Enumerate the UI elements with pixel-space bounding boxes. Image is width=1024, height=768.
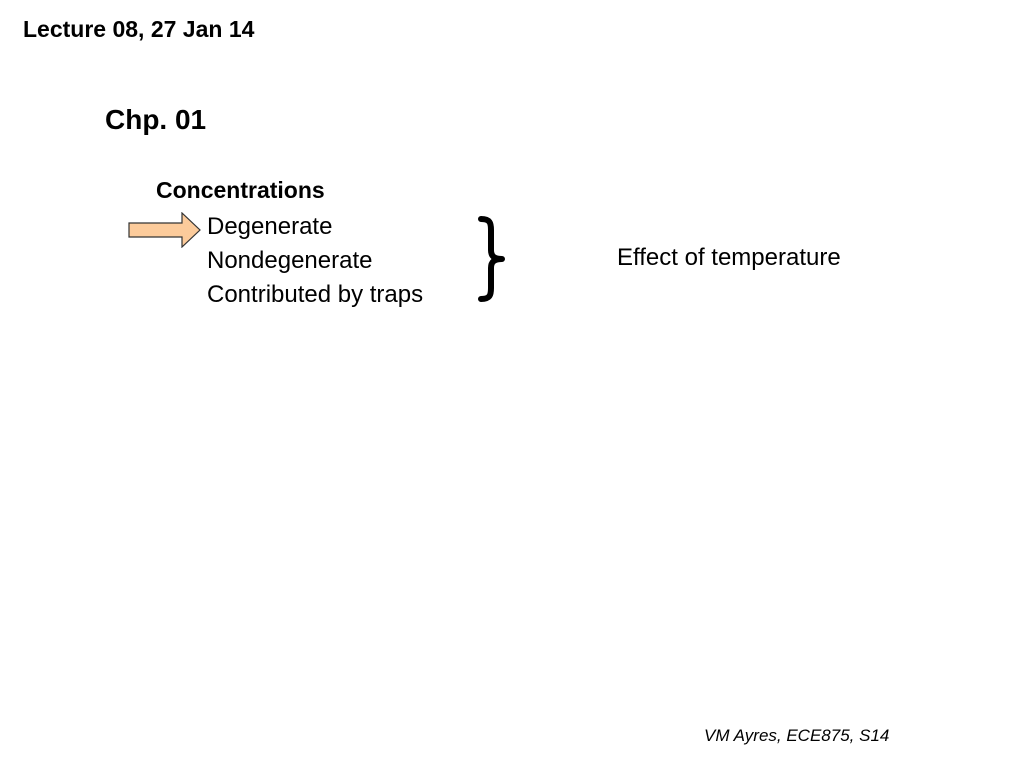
- section-title: Concentrations: [156, 177, 325, 203]
- footer-credit: VM Ayres, ECE875, S14: [704, 726, 890, 745]
- right-arrow-icon: [128, 212, 201, 248]
- curly-brace-icon: [478, 216, 505, 302]
- list-item-nondegenerate: Nondegenerate: [207, 247, 373, 274]
- chapter-title: Chp. 01: [105, 104, 207, 135]
- concentration-list: Degenerate Nondegenerate Contributed by …: [207, 210, 423, 312]
- effect-label: Effect of temperature: [617, 244, 841, 271]
- lecture-header: Lecture 08, 27 Jan 14: [23, 16, 255, 42]
- list-item-traps: Contributed by traps: [207, 281, 424, 308]
- list-item-degenerate: Degenerate: [207, 213, 333, 240]
